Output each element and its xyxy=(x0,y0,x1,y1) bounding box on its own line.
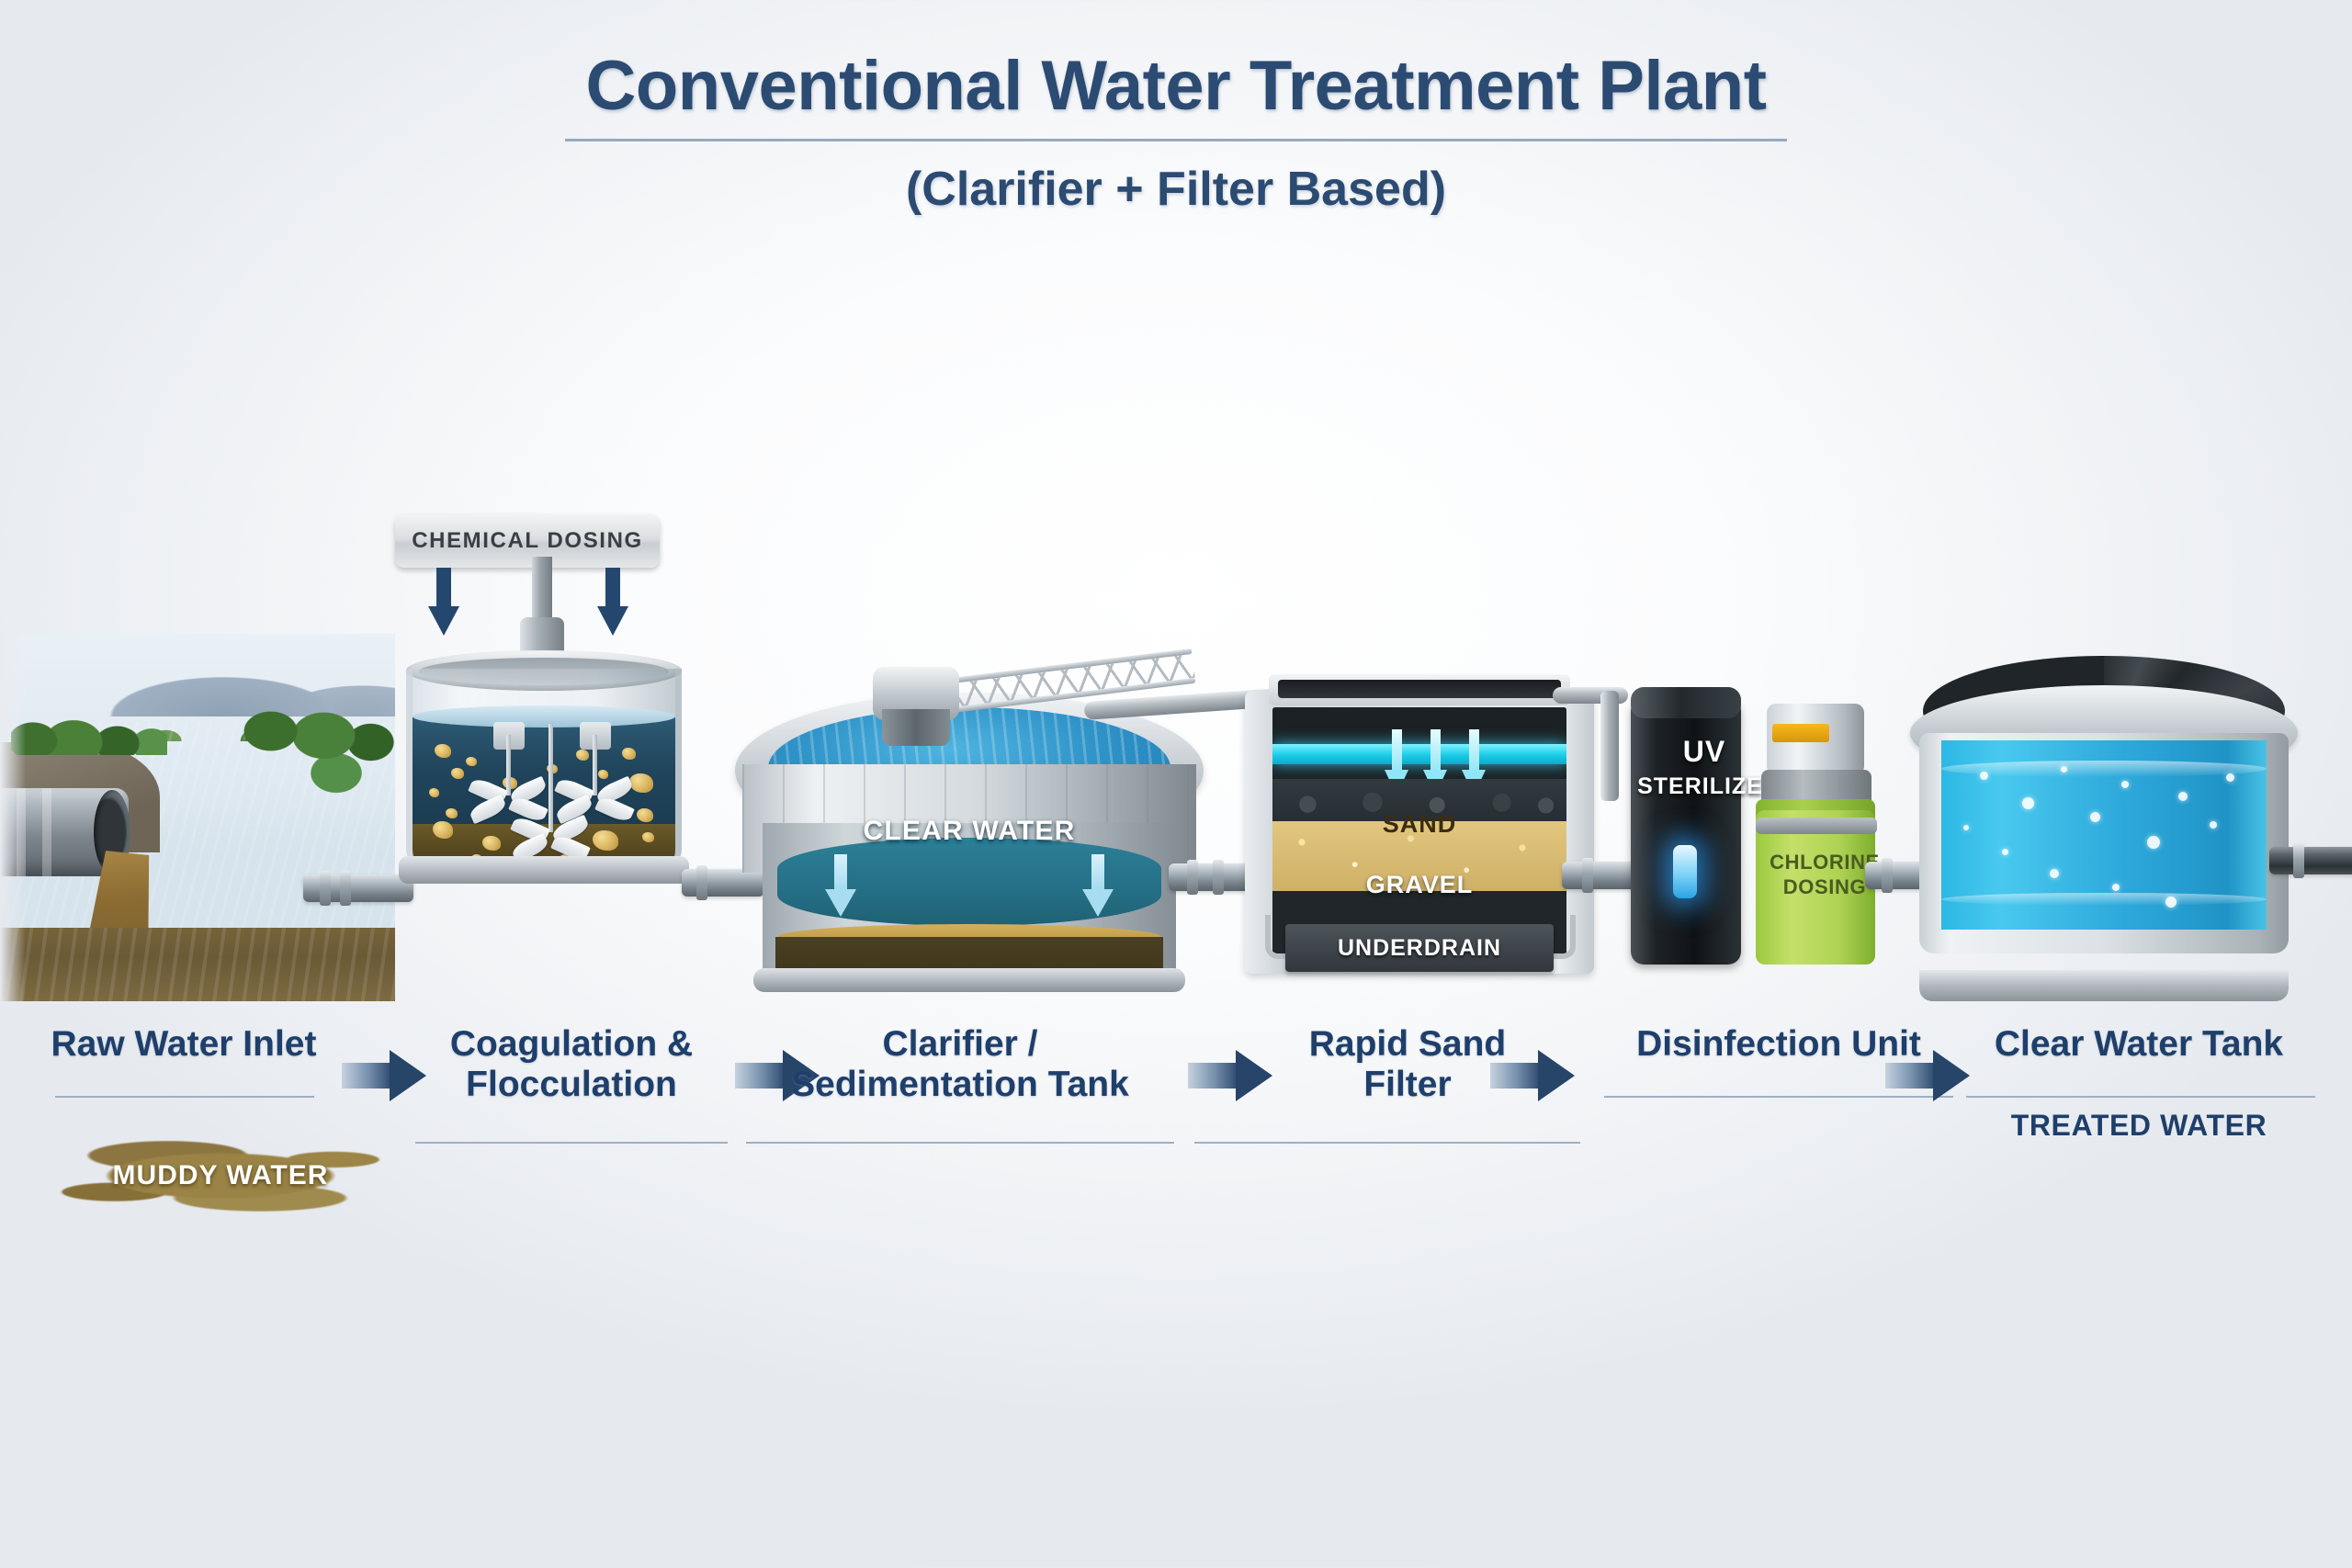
tank-base-band xyxy=(1919,970,2289,1001)
dosing-arrow-right-icon xyxy=(597,568,628,636)
process-diagram: CHEMICAL DOSING xyxy=(0,514,2352,1001)
pipe-coagulation-to-clarifier xyxy=(682,865,764,900)
raw-water-inlet-illustration xyxy=(0,634,395,1001)
bush-right xyxy=(243,687,395,797)
filter-water-line xyxy=(1272,744,1566,764)
impeller-left xyxy=(468,775,548,825)
clear-water-callout: CLEAR WATER xyxy=(863,816,1076,846)
dosing-arrow-left-icon xyxy=(428,568,459,636)
muddy-foreground xyxy=(0,928,395,1001)
page-subtitle: (Clarifier + Filter Based) xyxy=(905,163,1447,216)
clarifier-cutaway xyxy=(763,823,1176,988)
coagulation-tank xyxy=(399,650,689,884)
water-surface xyxy=(413,705,675,728)
mixer-shaft xyxy=(532,557,552,623)
discharge-pipe-icon xyxy=(0,788,130,876)
stage-label-raw-water-inlet: Raw Water Inlet xyxy=(51,1024,317,1064)
rule-filter xyxy=(1194,1142,1580,1144)
underdrain-callout: UNDERDRAIN xyxy=(1337,934,1502,961)
uv-sterilizer-cap xyxy=(1631,687,1741,718)
muddy-water-callout: MUDDY WATER xyxy=(112,1160,329,1190)
clear-water-tank-illustration xyxy=(1906,652,2301,1001)
chlorine-dosing-callout: CHLORINE DOSING xyxy=(1756,851,1894,900)
clarifier-label-line1: Clarifier / xyxy=(882,1024,1038,1064)
sand-layer xyxy=(1272,821,1566,891)
chlorine-callout-line1: CHLORINE xyxy=(1770,851,1880,874)
disinfection-riser xyxy=(1600,691,1619,801)
rule-raw-water xyxy=(55,1096,314,1098)
flow-arrow-1-icon xyxy=(342,1050,426,1101)
gravel-callout: GRAVEL xyxy=(1365,871,1474,898)
flow-arrow-5-icon xyxy=(1885,1050,1970,1101)
chemical-dosing-label: CHEMICAL DOSING xyxy=(412,528,643,553)
coagulation-tank-illustration: CHEMICAL DOSING xyxy=(386,514,703,1001)
tank-base xyxy=(399,856,689,884)
uv-sterilizer-vessel xyxy=(1631,698,1741,964)
treated-water-callout: TREATED WATER xyxy=(2010,1109,2267,1142)
tank-glass-body xyxy=(406,669,682,866)
sand-callout: SAND xyxy=(1382,810,1457,838)
stage-label-disinfection: Disinfection Unit xyxy=(1636,1024,1921,1064)
tank-body xyxy=(1919,733,2289,953)
chemical-dosing-badge: CHEMICAL DOSING xyxy=(395,514,660,568)
rule-coagulation xyxy=(415,1142,728,1144)
uv-lamp-indicator-icon xyxy=(1673,845,1697,898)
coagulation-label-line2: Flocculation xyxy=(466,1064,677,1104)
clarifier-base xyxy=(753,968,1185,992)
filter-label-line1: Rapid Sand xyxy=(1308,1024,1507,1064)
filter-lid xyxy=(1269,674,1570,705)
filter-supernatant-water xyxy=(1272,707,1566,779)
settling-arrow-left-icon xyxy=(825,854,856,917)
stage-label-coagulation: Coagulation & Flocculation xyxy=(415,1024,728,1104)
rule-clear-water-tank xyxy=(1966,1096,2315,1098)
flow-arrow-4-icon xyxy=(1490,1050,1575,1101)
clarifier-label-line2: Sedimentation Tank xyxy=(791,1064,1129,1104)
filter-media-cutaway xyxy=(1272,707,1566,955)
stage-label-clear-water-tank: Clear Water Tank xyxy=(1994,1024,2284,1064)
page-title: Conventional Water Treatment Plant xyxy=(565,46,1787,141)
flow-arrow-3-icon xyxy=(1188,1050,1272,1101)
underdrain-chamber: UNDERDRAIN xyxy=(1285,924,1554,972)
muddy-water-badge: MUDDY WATER xyxy=(55,1125,386,1226)
settling-arrow-right-icon xyxy=(1082,854,1114,917)
pipe-inlet-to-coagulation xyxy=(303,871,413,906)
impeller-right xyxy=(554,775,635,825)
impeller-bottom xyxy=(510,814,591,863)
rule-disinfection xyxy=(1604,1096,1953,1098)
coagulation-label-line1: Coagulation & xyxy=(449,1024,694,1064)
bush-left xyxy=(11,691,167,755)
flow-arrow-2-icon xyxy=(735,1050,820,1101)
chlorine-tank xyxy=(1756,810,1875,964)
chlorine-pump-label-strip xyxy=(1772,724,1829,742)
stage-label-clarifier: Clarifier / Sedimentation Tank xyxy=(744,1024,1176,1104)
rapid-sand-filter-illustration: SAND GRAVEL UNDERDRAIN xyxy=(1245,671,1594,1001)
rake-center-column xyxy=(882,709,950,746)
stage-label-rapid-sand-filter: Rapid Sand Filter xyxy=(1270,1024,1545,1104)
chlorine-callout-line2: DOSING xyxy=(1782,874,1867,898)
uv-callout-line1: UV xyxy=(1682,735,1726,768)
pipe-tank-outlet xyxy=(2269,843,2352,878)
anthracite-layer xyxy=(1272,779,1566,821)
filter-label-line2: Filter xyxy=(1363,1064,1452,1104)
underdrain-elbow-left xyxy=(1265,915,1293,959)
uv-callout-line2: STERILIZER xyxy=(1637,773,1781,799)
stage-label-row: Raw Water Inlet Coagulation & Flocculati… xyxy=(0,1024,2352,1144)
disinfection-unit-illustration: UV STERILIZER CHLORINE DOSING xyxy=(1622,671,1934,1001)
treated-water-volume xyxy=(1941,740,2267,930)
title-block: Conventional Water Treatment Plant (Clar… xyxy=(0,46,2352,217)
water-lower-line xyxy=(1941,893,2267,906)
clarifier-illustration: CLEAR WATER xyxy=(735,648,1204,1001)
rule-clarifier xyxy=(746,1142,1174,1144)
chlorine-tank-collar xyxy=(1756,818,1877,834)
mud-splash-shape xyxy=(55,1125,386,1226)
